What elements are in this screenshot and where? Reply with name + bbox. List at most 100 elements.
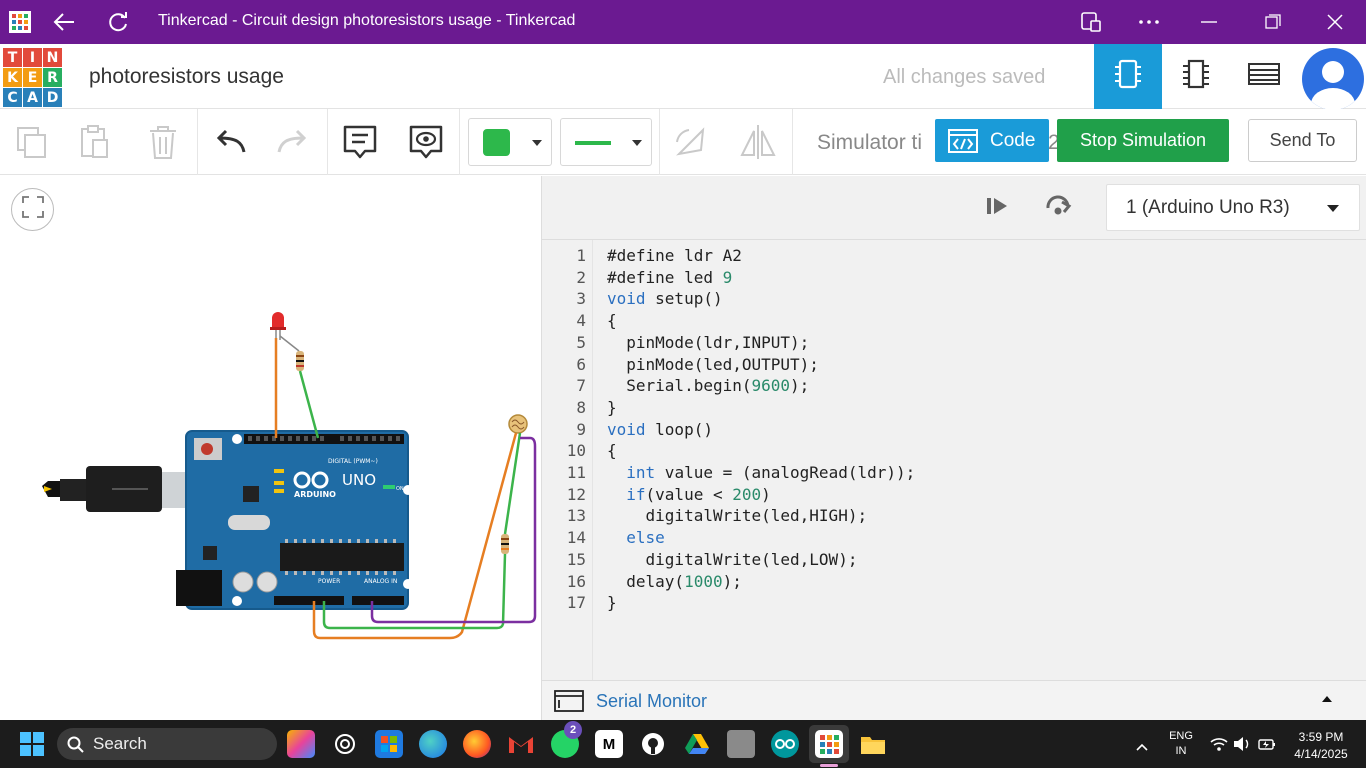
volume-icon[interactable] — [1233, 736, 1251, 757]
edge-browser-icon[interactable] — [419, 730, 447, 758]
step-over-icon[interactable] — [1043, 192, 1073, 225]
copy-icon[interactable] — [13, 123, 51, 161]
trash-icon[interactable] — [144, 123, 182, 161]
maximize-icon[interactable] — [1265, 14, 1281, 30]
led-resistor[interactable] — [279, 335, 304, 371]
tinkercad-logo[interactable]: T I N K E R C A D — [3, 48, 62, 107]
more-options-icon[interactable] — [1138, 19, 1160, 25]
taskbar-search[interactable]: Search — [57, 728, 277, 760]
notes-icon[interactable] — [341, 123, 379, 161]
language-region: IN — [1175, 745, 1187, 757]
file-explorer-icon[interactable] — [859, 730, 887, 758]
circuit-view-button[interactable] — [1094, 44, 1162, 109]
code-line[interactable]: } — [607, 397, 617, 417]
wifi-icon[interactable] — [1210, 736, 1228, 757]
pulldown-resistor[interactable] — [501, 534, 509, 554]
code-line[interactable]: delay(1000); — [607, 571, 742, 591]
tinkercad-taskbar-icon[interactable] — [815, 730, 843, 758]
code-line[interactable]: { — [607, 441, 617, 461]
orange-wire-5v[interactable] — [312, 432, 518, 640]
paste-icon[interactable] — [76, 123, 114, 161]
generic-app-icon[interactable] — [727, 730, 755, 758]
battery-icon[interactable] — [1258, 736, 1276, 757]
github-icon[interactable] — [639, 730, 667, 758]
windows-start-icon[interactable] — [20, 732, 44, 761]
whatsapp-icon[interactable]: 2 — [551, 721, 582, 758]
uno-model-label: UNO — [342, 471, 376, 489]
code-line[interactable]: } — [607, 593, 617, 613]
code-line[interactable]: #define led 9 — [607, 267, 733, 287]
notes-visibility-icon[interactable] — [407, 123, 445, 161]
component-list-button[interactable] — [1230, 44, 1298, 109]
project-title[interactable]: photoresistors usage — [89, 65, 284, 88]
rotate-icon[interactable] — [672, 123, 710, 161]
user-avatar[interactable] — [1302, 48, 1364, 110]
microsoft-store-icon[interactable] — [375, 730, 403, 758]
wire-style-dropdown[interactable] — [560, 118, 652, 166]
logo-letter: N — [43, 48, 62, 67]
code-line[interactable]: digitalWrite(led,HIGH); — [607, 506, 868, 526]
flip-icon[interactable] — [738, 123, 776, 161]
language-indicator[interactable]: ENG IN — [1166, 730, 1196, 757]
active-indicator — [820, 764, 838, 767]
schematic-view-button[interactable] — [1162, 44, 1230, 109]
code-line[interactable]: if(value < 200) — [626, 484, 771, 504]
arduino-brand-label: ARDUINO — [294, 490, 336, 499]
circuit-canvas[interactable]: DIGITAL (PWM~) ARDUINO UNO ON — [0, 176, 541, 720]
code-line[interactable]: pinMode(led,OUTPUT); — [607, 354, 819, 374]
gmail-icon[interactable] — [507, 730, 535, 758]
clock[interactable]: 3:59 PM 4/14/2025 — [1286, 730, 1356, 761]
code-line[interactable]: else — [626, 528, 665, 548]
photoresistor[interactable] — [508, 414, 528, 434]
toolbar-divider — [459, 109, 460, 175]
chevron-up-icon[interactable] — [1322, 696, 1332, 702]
copilot-icon[interactable] — [287, 730, 315, 758]
arduino-infinity-logo — [293, 471, 329, 489]
step-debug-icon[interactable] — [985, 195, 1011, 222]
green-wire-pin9[interactable] — [298, 370, 320, 439]
usb-cable[interactable] — [42, 466, 188, 512]
code-button[interactable]: Code — [935, 119, 1049, 162]
chevron-down-icon — [632, 140, 642, 146]
redo-icon[interactable] — [274, 123, 312, 161]
arduino-ide-icon[interactable] — [771, 730, 799, 758]
google-drive-icon[interactable] — [683, 730, 711, 758]
zoom-to-fit-button[interactable] — [11, 188, 54, 231]
minimize-icon[interactable] — [1201, 20, 1217, 24]
undo-icon[interactable] — [211, 123, 249, 161]
list-view-icon — [1248, 62, 1280, 91]
purple-wire-a2[interactable] — [370, 436, 537, 624]
app-actions-icon[interactable] — [1080, 11, 1102, 33]
chip-icon — [1182, 58, 1210, 95]
code-line[interactable]: void loop() — [607, 419, 713, 439]
code-line[interactable]: { — [607, 311, 617, 331]
device-select[interactable]: 1 (Arduino Uno R3) — [1106, 184, 1360, 231]
code-line[interactable]: Serial.begin(9600); — [607, 376, 810, 396]
arduino-uno-board[interactable]: DIGITAL (PWM~) ARDUINO UNO ON — [176, 430, 413, 610]
refresh-icon[interactable] — [106, 10, 130, 34]
code-line[interactable]: int value = (analogRead(ldr)); — [626, 463, 916, 482]
red-led[interactable] — [270, 312, 286, 340]
back-arrow-icon[interactable] — [52, 11, 76, 33]
medium-icon[interactable]: M — [595, 730, 623, 758]
serial-monitor-bar[interactable]: Serial Monitor — [542, 680, 1366, 720]
line-number: 9 — [576, 419, 586, 439]
chatgpt-icon[interactable] — [331, 730, 359, 758]
stop-simulation-button[interactable]: Stop Simulation — [1057, 119, 1229, 162]
code-line[interactable]: void setup() — [607, 289, 723, 309]
green-wire-gnd[interactable] — [322, 432, 522, 630]
fill-color-dropdown[interactable] — [468, 118, 552, 166]
code-line[interactable]: pinMode(ldr,INPUT); — [607, 332, 810, 352]
close-icon[interactable] — [1327, 14, 1343, 30]
send-to-button[interactable]: Send To — [1248, 119, 1357, 162]
fill-color-swatch — [483, 129, 510, 156]
firefox-icon[interactable] — [463, 730, 491, 758]
code-line[interactable]: digitalWrite(led,LOW); — [607, 549, 858, 569]
windows-taskbar: Search 2 M ENG IN — [0, 720, 1366, 768]
chevron-up-icon[interactable] — [1136, 738, 1148, 756]
toolbar-divider — [659, 109, 660, 175]
code-line[interactable]: #define ldr A2 — [607, 246, 742, 265]
wire-style-swatch — [575, 141, 611, 145]
